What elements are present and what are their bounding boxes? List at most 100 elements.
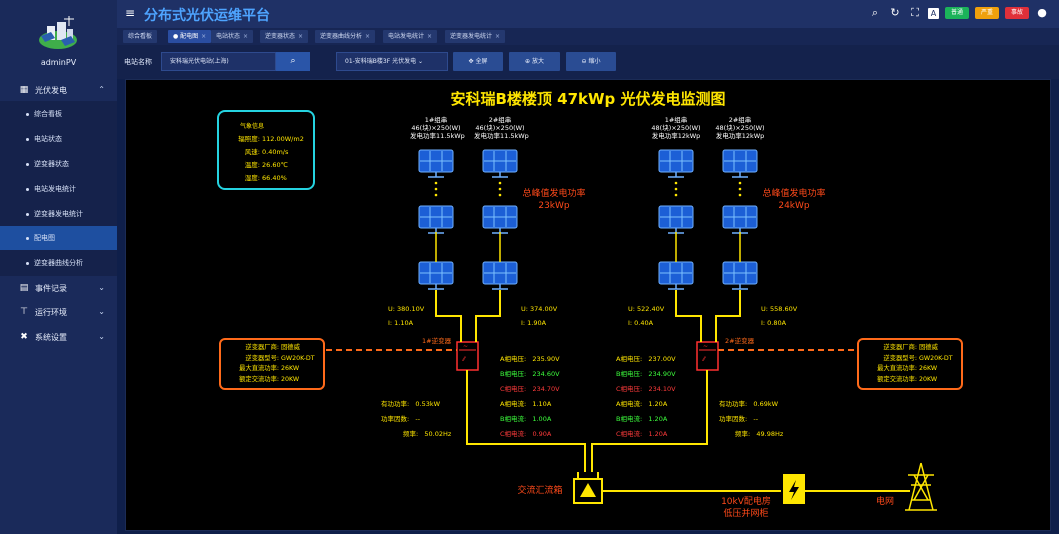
inv1-frequency: 频率: 50.02Hz (403, 428, 451, 438)
spec-row: 最大直流功率:26KW (225, 364, 319, 375)
reading-key: C相电流: (500, 430, 527, 438)
alarm-badge-severe[interactable]: 严重 (974, 7, 999, 19)
tab-inverter-stats[interactable]: 逆变器发电统计× (445, 30, 506, 43)
close-icon[interactable]: × (298, 33, 304, 40)
reading-key: A相电压: (616, 355, 643, 363)
inverter-1-spec-box: 逆变器厂商:固德威 逆变器型号:GW20K-DT 最大直流功率:26KW 额定交… (219, 338, 325, 390)
search-button[interactable]: ⌕ (276, 52, 310, 71)
reading-value: -- (753, 415, 759, 423)
pv-panel-icon (482, 261, 518, 290)
reading-key: B相电压: (616, 370, 643, 378)
zoom-in-button[interactable]: ⊕ 放大 (509, 52, 560, 71)
spec-row: 逆变器厂商:固德威 (225, 343, 319, 354)
reading-key: B相电流: (616, 415, 643, 423)
string-spec: 48(块)×250(W) (715, 124, 765, 132)
chevron-down-icon: ⌄ (98, 283, 105, 292)
reading-value: 234.10V (648, 385, 676, 393)
sidebar-item-label: 综合看板 (34, 110, 62, 118)
tab-station-stats[interactable]: 电站发电统计× (383, 30, 438, 43)
sidebar-item-inverter-stats[interactable]: 逆变器发电统计 (0, 202, 117, 226)
grid-tie-cabinet-icon[interactable] (783, 474, 805, 504)
sidebar-item-inverter-curve[interactable]: 逆变器曲线分析 (0, 251, 117, 275)
inv2-ic: C相电流: 1.20A (616, 428, 667, 438)
sidebar-item-label: 逆变器状态 (34, 160, 69, 168)
close-icon[interactable]: × (243, 33, 249, 40)
tab-distribution-diagram[interactable]: ● 配电图× (168, 30, 212, 43)
header-actions: ⌕ ↻ ⛶ A 普通 严重 事故 ● (868, 6, 1049, 20)
peak-title: 总峰值发电功率 (522, 189, 586, 199)
svg-text:~: ~ (703, 343, 708, 350)
inv1-ub: B相电压: 234.60V (500, 368, 560, 378)
inv2-ub: B相电压: 234.90V (616, 368, 676, 378)
tab-dashboard[interactable]: 综合看板 (123, 30, 158, 43)
tools-icon: ✖ (20, 332, 28, 342)
close-icon[interactable]: × (495, 33, 501, 40)
sidebar-item-station-stats[interactable]: 电站发电统计 (0, 177, 117, 201)
sidebar-item-label: 逆变器发电统计 (34, 210, 83, 218)
tab-label: 电站状态 (216, 33, 241, 40)
reading-key: 有功功率: (381, 400, 410, 408)
string-name: 2#组串 (488, 116, 512, 124)
bullet-icon (26, 261, 29, 265)
spec-value: 固德威 (281, 344, 300, 351)
pv-panel-icon (658, 205, 694, 234)
inverter-2-icon[interactable]: ~ ⁄⁄ (696, 341, 719, 371)
sidebar-item-station-status[interactable]: 电站状态 (0, 127, 117, 151)
dc-voltage-1: U: 380.10V (388, 305, 425, 313)
tab-station-status[interactable]: 电站状态× (211, 30, 254, 43)
svg-text:~: ~ (463, 343, 468, 350)
nav-group-events[interactable]: ▤ 事件记录 ⌄ (0, 277, 117, 299)
document-icon: ▤ (19, 283, 29, 293)
search-icon[interactable]: ⌕ (871, 6, 879, 19)
font-size-icon[interactable]: A (927, 7, 939, 19)
weather-row-humidity: 湿度:66.40% (232, 172, 313, 185)
spec-key: 逆变器厂商: (883, 344, 917, 351)
weather-key: 辐照度: (238, 135, 260, 143)
peak-title: 总峰值发电功率 (762, 189, 826, 199)
menu-icon[interactable]: ≡ (125, 6, 136, 20)
reading-value: 234.60V (532, 370, 560, 378)
string-power: 发电功率12kWp (651, 132, 701, 140)
alarm-badge-accident[interactable]: 事故 (1004, 7, 1029, 19)
pv-panel-icon (722, 261, 758, 290)
sidebar-item-dashboard[interactable]: 综合看板 (0, 102, 117, 126)
nav-group-settings[interactable]: ✖ 系统设置 ⌄ (0, 326, 117, 348)
string-spec: 46(块)×250(W) (411, 124, 461, 132)
sidebar-item-label: 配电图 (34, 234, 55, 242)
toolbar: 电站名称 安科瑞光伏电站(上海) ⌕ 01-安科瑞B楼3F 光伏发电 ⌄ ✥ 全… (117, 45, 1059, 79)
string-label: 2#组串 48(块)×250(W) 发电功率12kWp (714, 116, 766, 140)
zoom-out-button[interactable]: ⊖ 缩小 (566, 52, 616, 71)
tab-inverter-curve[interactable]: 逆变器曲线分析× (315, 30, 376, 43)
tab-inverter-status[interactable]: 逆变器状态× (260, 30, 309, 43)
nav-group-environment[interactable]: ⊤ 运行环境 ⌄ (0, 301, 117, 323)
inv1-ic: C相电流: 0.90A (500, 428, 551, 438)
sidebar-item-inverter-status[interactable]: 逆变器状态 (0, 152, 117, 176)
fullscreen-button[interactable]: ✥ 全屏 (453, 52, 503, 71)
combiner-box-icon[interactable] (573, 472, 603, 504)
inverter-1-icon[interactable]: ~ ⁄⁄ (456, 341, 479, 371)
inverter-select[interactable]: 01-安科瑞B楼3F 光伏发电 ⌄ (336, 52, 448, 71)
spec-row: 额定交流功率:20KW (225, 375, 319, 386)
user-icon[interactable]: ● (1037, 6, 1047, 19)
close-icon[interactable]: × (201, 33, 207, 40)
inv2-active-power: 有功功率: 0.69kW (719, 398, 778, 408)
tab-label: 电站发电统计 (388, 33, 425, 40)
reading-key: C相电压: (500, 385, 527, 393)
sidebar-item-distribution-diagram[interactable]: 配电图 (0, 226, 117, 250)
reading-value: 0.69kW (753, 400, 779, 408)
inv1-uc: C相电压: 234.70V (500, 383, 560, 393)
reading-key: 功率因数: (719, 415, 748, 423)
dc-voltage-2: U: 374.00V (521, 305, 558, 313)
close-icon[interactable]: × (365, 33, 371, 40)
weather-value: 26.60℃ (262, 161, 288, 169)
nav-group-pv[interactable]: ▦ 光伏发电 ⌃ (0, 79, 117, 101)
weather-row-wind: 风速:0.40m/s (232, 146, 313, 159)
station-select[interactable]: 安科瑞光伏电站(上海) (161, 52, 276, 71)
refresh-icon[interactable]: ↻ (890, 6, 900, 19)
close-icon[interactable]: × (427, 33, 433, 40)
alarm-badge-normal[interactable]: 普通 (944, 7, 969, 19)
fullscreen-icon[interactable]: ⛶ (911, 6, 919, 19)
chevron-up-icon: ⌃ (98, 85, 105, 94)
pv-panel-icon (482, 149, 518, 178)
string-label: 1#组串 48(块)×250(W) 发电功率12kWp (650, 116, 702, 140)
